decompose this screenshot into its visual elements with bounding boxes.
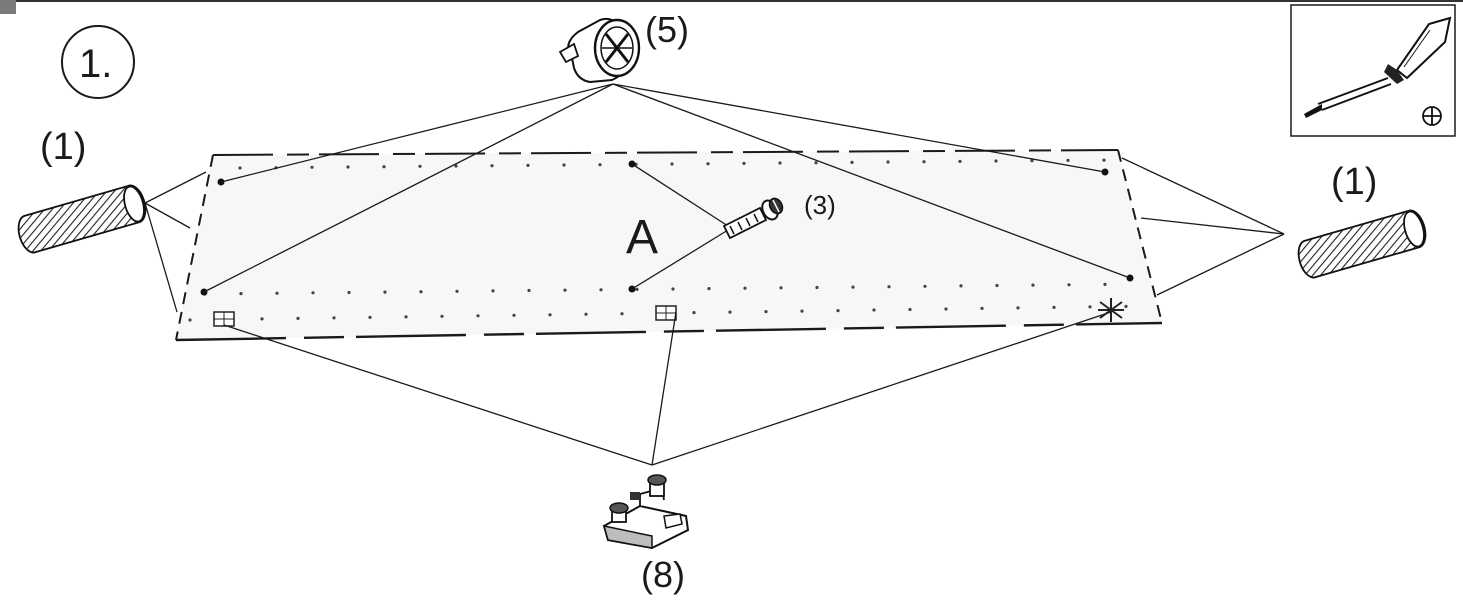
drill-hole [548,313,552,317]
drill-hole [1066,158,1070,162]
drill-hole [635,287,639,291]
drill-hole [836,309,840,313]
drill-hole [404,315,408,319]
drill-hole [887,285,891,289]
drill-hole [743,286,747,290]
drill-hole [620,312,624,316]
drill-hole [527,288,531,293]
phillips-screwdriver-icon [1304,16,1452,118]
drill-hole [310,165,314,169]
step-number-circle [61,25,135,99]
drill-hole [526,163,530,167]
drill-hole [188,318,192,322]
drill-hole [923,284,927,288]
drill-hole [1052,305,1056,309]
drill-hole [419,290,423,294]
cam-lock-icon [558,17,641,84]
drill-hole [562,163,566,167]
drill-hole [584,312,588,316]
hinge-mounting-plate-icon [602,474,690,550]
drill-hole [670,162,674,166]
drill-hole [959,284,963,288]
wood-dowel-right-icon [1297,209,1427,279]
drill-hole [238,166,242,170]
drill-hole [707,287,711,291]
dowel-left-label: (1) [40,126,87,168]
cam-bolt-icon [722,197,784,240]
drill-hole [239,292,243,296]
drill-hole [512,313,516,317]
drill-hole [491,289,495,293]
drill-hole [671,287,675,291]
drill-hole [764,310,768,314]
drill-hole [1102,158,1106,162]
wood-dowel-left-icon [17,184,147,254]
drill-hole [383,290,387,294]
cam-lock-label: (5) [645,9,689,50]
drill-hole [563,288,567,292]
drill-hole [958,159,962,163]
drill-hole [886,160,890,164]
drill-hole [742,161,746,165]
drill-hole [1030,159,1034,163]
drill-hole [311,291,315,295]
drill-hole [850,160,854,164]
drill-hole [800,309,804,313]
hinge-plate-label: (8) [641,554,685,595]
drill-hole [908,307,912,312]
drill-hole [778,161,782,165]
drill-hole [599,288,603,292]
drill-hole [706,162,710,166]
drill-hole [728,310,732,314]
drill-hole [455,289,459,293]
drill-hole [454,164,458,168]
drill-hole [980,306,984,310]
panel-hinge-left [213,311,235,327]
drill-hole [922,160,926,164]
drill-hole [476,314,480,318]
drill-hole [815,285,819,290]
cam-bolt-label: (3) [804,190,836,220]
dowel-right-label: (1) [1331,161,1378,203]
drill-hole [1016,306,1020,310]
drill-hole [994,159,998,163]
drill-hole [1088,305,1092,309]
drill-hole [814,161,818,165]
drill-hole [995,283,999,288]
panel-a [175,149,1163,342]
drill-hole [368,315,372,319]
drill-hole [260,317,264,321]
drill-hole [851,285,855,289]
drill-hole [1067,283,1071,287]
drill-hole [440,314,444,318]
drill-hole [490,164,494,168]
drill-hole [598,163,602,167]
drill-hole [275,291,279,295]
drill-hole [1031,283,1035,287]
drill-hole [692,311,696,315]
drill-hole [346,165,350,169]
drill-hole [1124,304,1128,308]
drill-hole [779,286,783,290]
drill-hole [296,316,300,320]
panel-hinge-center [655,305,677,321]
panel-label: A [626,211,659,264]
tool-box [1290,4,1456,137]
panel-hinge-right [1098,298,1124,322]
drill-hole [332,316,336,320]
drill-hole [418,164,422,168]
drill-hole [944,307,948,311]
drill-hole [382,165,386,169]
drill-hole [347,290,351,295]
drill-hole [872,308,876,312]
step-number: 1. [79,42,113,86]
drill-hole [1103,282,1107,286]
leader-lines [144,83,1285,466]
corner-tab [0,0,16,14]
